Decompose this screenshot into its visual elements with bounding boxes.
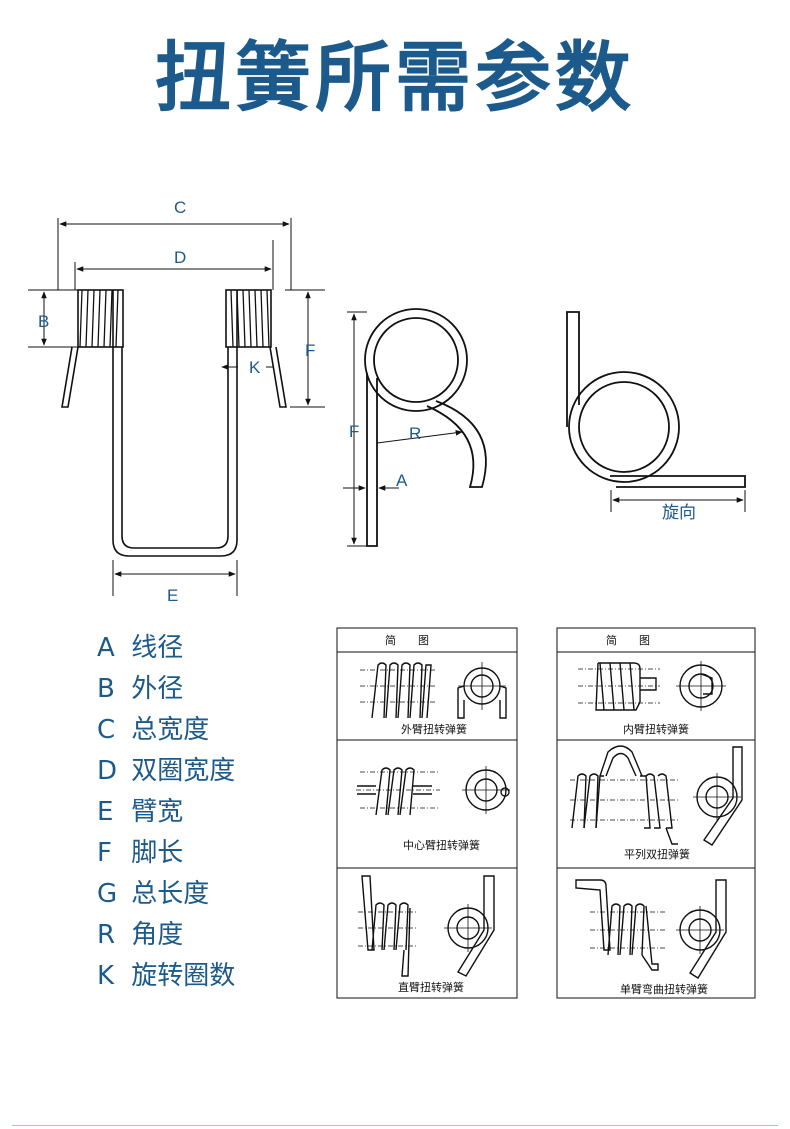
legend-item-k: K 旋转圈数 <box>97 961 236 991</box>
caption-center-arm: 中心臂扭转弹簧 <box>403 838 480 852</box>
dim-label-f-right: F <box>305 341 315 360</box>
dim-label-f-left: F <box>349 422 359 441</box>
legend-item-g: G 总长度 <box>97 879 210 909</box>
dim-label-a: A <box>396 471 408 490</box>
double-torsion-dimensions <box>28 218 325 596</box>
side-view-dimensions <box>343 311 463 547</box>
single-arm-bent-spring-sketch <box>575 879 727 979</box>
dim-label-b: B <box>38 312 49 331</box>
dim-label-e: E <box>167 586 178 605</box>
center-arm-spring-sketch <box>356 766 510 816</box>
caption-inner-arm: 内臂扭转弹簧 <box>623 722 689 736</box>
legend-item-c: C 总宽度 <box>97 715 210 745</box>
dim-label-d: D <box>174 248 186 267</box>
spring-type-table-left <box>336 627 518 999</box>
dim-label-k: K <box>249 358 261 377</box>
dim-label-c: C <box>174 198 186 217</box>
double-torsion-spring-drawing <box>61 289 287 557</box>
legend-item-a: A 线径 <box>97 633 184 663</box>
legend-item-b: B 外径 <box>97 674 184 704</box>
side-view-spring-drawing <box>364 308 487 547</box>
spring-type-table-right <box>556 627 756 999</box>
parallel-double-torsion-sketch <box>570 745 743 846</box>
legend-item-e: E 臂宽 <box>97 797 184 827</box>
dim-label-r: R <box>409 424 421 443</box>
legend-item-r: R 角度 <box>97 920 184 950</box>
caption-outer-arm: 外臂扭转弹簧 <box>401 722 467 736</box>
page-title: 扭簧所需参数 <box>155 33 635 122</box>
outer-arm-spring-sketch <box>360 662 507 719</box>
bottom-divider <box>12 1125 778 1126</box>
rotation-dimensions <box>610 490 746 512</box>
dim-label-direction: 旋向 <box>662 503 696 522</box>
caption-parallel-double: 平列双扭弹簧 <box>624 847 690 861</box>
inner-arm-spring-sketch <box>578 661 726 711</box>
rotation-direction-drawing <box>566 311 746 488</box>
table-right-header: 简 图 <box>606 633 650 647</box>
table-left-header: 简 图 <box>385 633 429 647</box>
caption-single-arm-bent: 单臂弯曲扭转弹簧 <box>620 982 708 996</box>
legend-item-d: D 双圈宽度 <box>97 756 236 786</box>
straight-arm-spring-sketch <box>358 875 495 977</box>
legend-item-f: F 脚长 <box>97 838 184 868</box>
parameter-legend: A 线径 B 外径 C 总宽度 D 双圈宽度 E 臂宽 F 脚长 G 总长度 R… <box>97 628 235 997</box>
caption-straight-arm: 直臂扭转弹簧 <box>398 980 464 994</box>
